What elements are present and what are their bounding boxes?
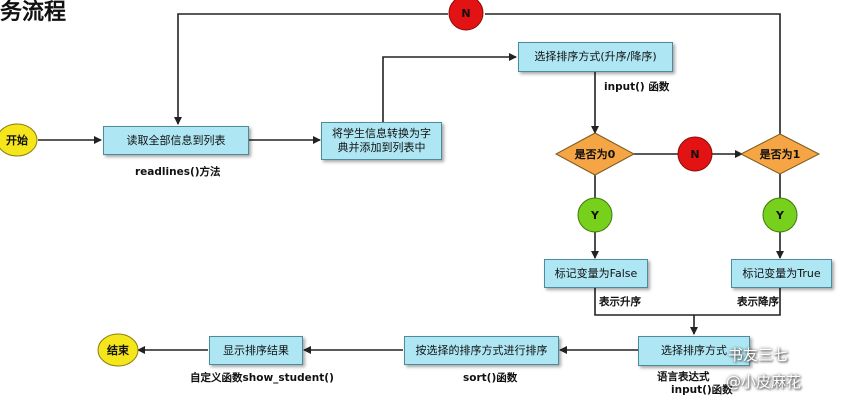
node-sort-by: 按选择的排序方式进行排序 xyxy=(404,336,559,365)
annotation-asc: 表示升序 xyxy=(599,296,641,308)
node-show-result: 显示排序结果 xyxy=(209,336,303,365)
decision-is-one-shape xyxy=(739,133,821,175)
watermark-line1: 书友三七 xyxy=(728,346,789,364)
annotation-desc: 表示降序 xyxy=(737,296,779,308)
decision-is-zero-shape xyxy=(554,132,636,176)
annotation-input: input() 函数 xyxy=(604,81,670,93)
start-terminal xyxy=(0,123,38,157)
annotation-custom: 自定义函数show_student() xyxy=(190,372,334,384)
yes-label-left: Y xyxy=(590,209,600,222)
node-choose-sort: 选择排序方式(升序/降序) xyxy=(518,42,673,72)
end-label: 结束 xyxy=(106,343,130,357)
page-title: 务流程 xyxy=(0,0,67,25)
end-terminal xyxy=(97,333,139,367)
annotation-readlines: readlines()方法 xyxy=(135,166,221,178)
annotation-lambda: 语言表达式 xyxy=(657,371,710,383)
node-convert: 将学生信息转换为字典并添加到列表中 xyxy=(321,122,442,160)
node-read-all: 读取全部信息到列表 xyxy=(103,126,249,155)
edge-diamond1-no-top xyxy=(485,13,781,136)
no-circle-middle xyxy=(677,136,713,172)
edge-no-top-read xyxy=(174,13,448,125)
decision-is-one-label: 是否为1 xyxy=(759,147,801,161)
yes-label-right: Y xyxy=(775,209,785,222)
node-flag-false: 标记变量为False xyxy=(544,259,648,288)
yes-circle-right xyxy=(762,197,798,233)
annotation-sort: sort()函数 xyxy=(463,372,518,384)
yes-circle-left xyxy=(577,197,613,233)
no-label-middle: N xyxy=(690,148,699,161)
node-flag-true: 标记变量为True xyxy=(731,259,832,288)
edge-merge xyxy=(594,288,781,316)
start-label: 开始 xyxy=(6,133,28,147)
no-circle-top xyxy=(448,0,484,31)
node-select-sort: 选择排序方式 xyxy=(638,336,750,366)
edge-convert-choose xyxy=(382,53,517,122)
no-label-top: N xyxy=(461,7,470,20)
watermark-line2: @小皮麻花 xyxy=(726,373,802,391)
annotation-input2: input()函数 xyxy=(671,384,733,396)
decision-is-zero-label: 是否为0 xyxy=(574,147,616,161)
